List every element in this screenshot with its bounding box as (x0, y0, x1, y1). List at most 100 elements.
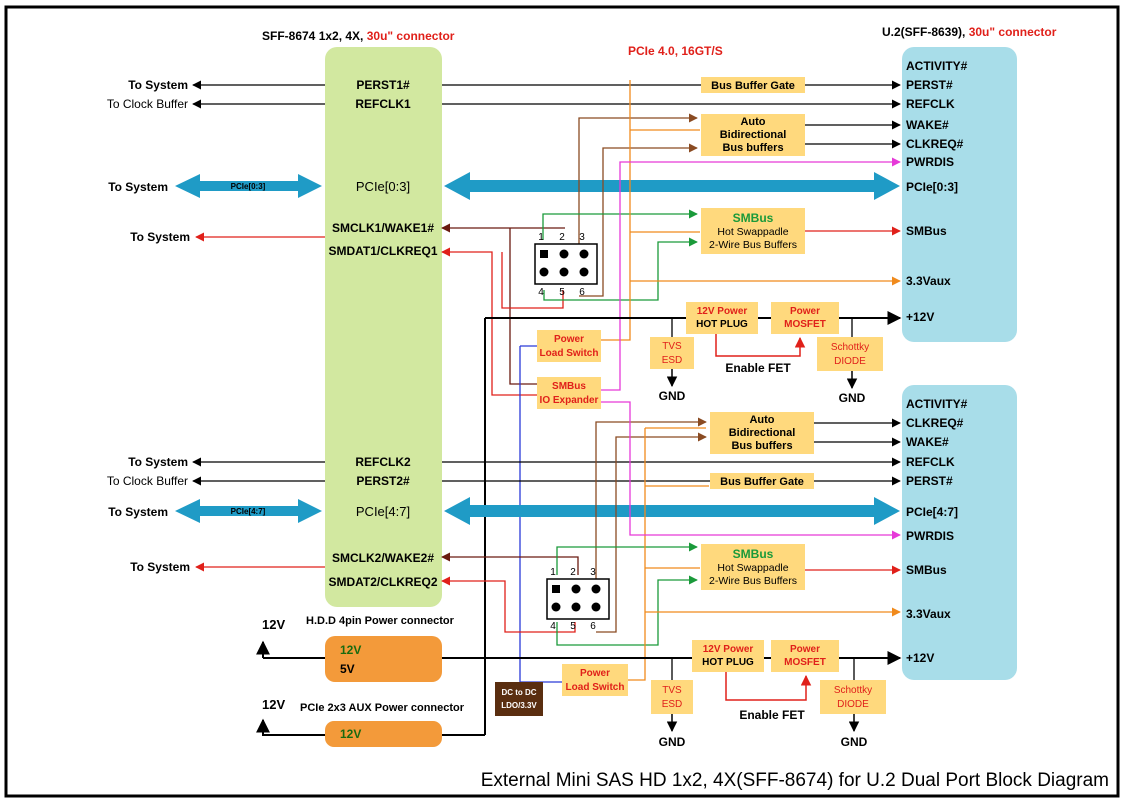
smclk1-io-line (509, 228, 537, 385)
hotplug-2-line1: 12V Power (703, 644, 754, 655)
bus-buffer-gate-2-label: Bus Buffer Gate (720, 476, 804, 488)
power-load-switch-2 (562, 664, 628, 696)
hdd-connector-title: H.D.D 4pin Power connector (306, 615, 455, 627)
jumper1-pin2 (559, 249, 569, 259)
port2-activity: ACTIVITY# (906, 397, 968, 411)
v12-label-hdd: 12V (262, 617, 285, 632)
tvs-1-line2: ESD (662, 355, 683, 366)
jumper2-pin4 (551, 602, 561, 612)
orange-power-line-1 (600, 80, 631, 341)
smbus-hotswap-buffer-2 (701, 544, 805, 590)
port2-12v: +12V (906, 651, 934, 665)
port1-activity: ACTIVITY# (906, 59, 968, 73)
jumper1-pin5 (559, 267, 569, 277)
tvs-2-line1: TVS (662, 685, 682, 696)
jumper2-label-4: 4 (550, 621, 556, 632)
jumper2-pin6 (591, 602, 601, 612)
hdd-5v: 5V (340, 662, 355, 676)
aux-power-connector (325, 721, 442, 747)
port2-smbus: SMBus (906, 563, 947, 577)
smclk2-pin: SMCLK2/WAKE2# (332, 551, 434, 565)
gnd-2b: GND (841, 735, 868, 749)
right-connector-port2 (902, 385, 1017, 680)
auto-bidir-2-line1: Auto (749, 414, 774, 426)
jumper2-label-3: 3 (590, 567, 596, 578)
power-load-1-line2: Load Switch (540, 348, 599, 359)
smbus-io-line1: SMBus (552, 381, 586, 392)
mosfet-1 (771, 302, 839, 334)
smclk1-pin: SMCLK1/WAKE1# (332, 221, 434, 235)
schottky-1-line1: Schottky (831, 342, 869, 353)
pcie-bus-left-2 (175, 499, 322, 523)
port2-refclk: REFCLK (906, 455, 955, 469)
hotplug-2-line2: HOT PLUG (702, 657, 754, 668)
left-connector-title: SFF-8674 1x2, 4X, 30u" connector (262, 29, 455, 43)
aux-connector-title: PCIe 2x3 AUX Power connector (300, 702, 465, 714)
smbus-hotswap-2-line2: Hot Swappadle (717, 562, 788, 574)
wake2-brown-line (596, 432, 707, 633)
smclk2-dark-line (441, 552, 579, 575)
v12-label-aux: 12V (262, 697, 285, 712)
to-system-label: To System (130, 230, 190, 244)
to-system-label: To System (130, 560, 190, 574)
auto-bidir-buffer-2 (710, 412, 814, 454)
port2-pwrdis: PWRDIS (906, 529, 954, 543)
schottky-2-line1: Schottky (834, 685, 872, 696)
schottky-2-line2: DIODE (837, 699, 869, 710)
smbus-hotswap-1-line2: Hot Swappadle (717, 226, 788, 238)
refclk1-pin: REFCLK1 (355, 97, 411, 111)
right-connector-title: U.2(SFF-8639), 30u" connector (882, 25, 1057, 39)
smbus-hotswap-2-line3: 2-Wire Bus Buffers (709, 575, 797, 587)
left-connector-body (325, 47, 442, 607)
hotplug-1 (686, 302, 758, 334)
jumper2-pin5 (571, 602, 581, 612)
pwrdis-line-1 (601, 157, 901, 391)
enable-fet-line-2 (725, 672, 812, 701)
jumper1-pin6 (579, 267, 589, 277)
schottky-2 (820, 680, 886, 714)
port1-smbus: SMBus (906, 224, 947, 238)
auto-bidir-buffer-1 (701, 114, 805, 156)
port1-12v: +12V (906, 310, 934, 324)
jumper2-pin1 (552, 585, 560, 593)
smbus2-green-line-b (556, 575, 698, 646)
tvs-2-line2: ESD (662, 699, 683, 710)
jumper1-pin3 (579, 249, 589, 259)
jumper2-label-5: 5 (570, 621, 576, 632)
auto-bidir-1-line1: Auto (740, 116, 765, 128)
pcie-4-7-pin: PCIe[4:7] (356, 504, 410, 519)
jumper1-pin1 (540, 250, 548, 258)
enable-fet-line-1 (715, 334, 806, 357)
jumper1-label-5: 5 (559, 287, 565, 298)
auto-bidir-1-line2: Bidirectional (720, 129, 787, 141)
gnd-1a: GND (659, 389, 686, 403)
to-system-label: To System (128, 78, 188, 92)
tvs-esd-2 (651, 680, 693, 714)
port2-aux: 3.3Vaux (906, 607, 951, 621)
dc-dc-converter (495, 682, 543, 716)
schottky-1-line2: DIODE (834, 356, 866, 367)
port1-refclk: REFCLK (906, 97, 955, 111)
port2-wake: WAKE# (906, 435, 949, 449)
port1-aux: 3.3Vaux (906, 274, 951, 288)
port1-perst: PERST# (906, 78, 953, 92)
smbus1-green-line-a (542, 209, 698, 240)
refclk2-pin: REFCLK2 (355, 455, 411, 469)
smdat1-pin: SMDAT1/CLKREQ1 (328, 244, 437, 258)
clkreq1-brown-line (579, 143, 698, 297)
pcie-bus-right-1 (444, 172, 900, 200)
pcie-speed-label: PCIe 4.0, 16GT/S (628, 44, 723, 58)
port1-wake: WAKE# (906, 118, 949, 132)
auto-bidir-2-line2: Bidirectional (729, 427, 796, 439)
port2-pcie: PCIe[4:7] (906, 505, 958, 519)
hotplug-1-line1: 12V Power (697, 306, 748, 317)
port2-clkreq: CLKREQ# (906, 416, 964, 430)
tvs-esd-1 (650, 337, 694, 369)
smbus-hotswap-1-title: SMBus (733, 211, 774, 225)
pcie-bus-left-1-label: PCIe[0:3] (231, 182, 266, 191)
mosfet-1-line1: Power (790, 306, 820, 317)
smbus-hotswap-1-line3: 2-Wire Bus Buffers (709, 239, 797, 251)
mosfet-2-line2: MOSFET (784, 657, 826, 668)
power-load-2-line2: Load Switch (566, 682, 625, 693)
